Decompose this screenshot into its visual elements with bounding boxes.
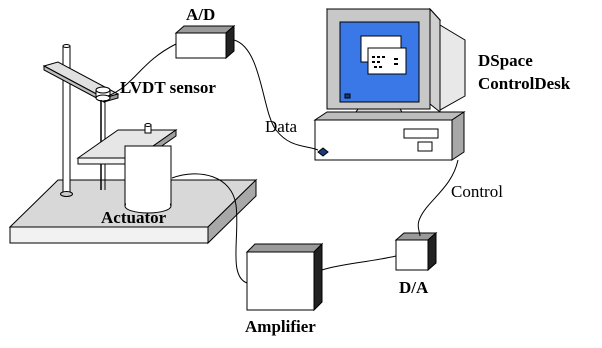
data-signal-label: Data bbox=[265, 117, 298, 136]
computer bbox=[313, 7, 466, 161]
cable-control bbox=[417, 159, 459, 237]
ad-label: A/D bbox=[186, 5, 216, 24]
support-post bbox=[60, 44, 73, 197]
control-signal-label: Control bbox=[451, 182, 503, 201]
cable-data bbox=[233, 39, 319, 151]
amplifier-label: Amplifier bbox=[245, 317, 316, 336]
cables bbox=[107, 39, 459, 284]
da-label: D/A bbox=[399, 278, 429, 297]
ad-converter-box bbox=[174, 24, 236, 60]
cable-da-to-amp bbox=[321, 255, 397, 271]
amplifier-box bbox=[245, 242, 324, 312]
cable-amp-to-actuator bbox=[171, 173, 248, 284]
actuator-label: Actuator bbox=[101, 208, 167, 227]
actuator-cylinder bbox=[124, 145, 172, 214]
lvdt-sensor-label: LVDT sensor bbox=[120, 78, 216, 97]
dspace-label-line1: DSpace bbox=[478, 51, 533, 70]
dspace-label-line2: ControlDesk bbox=[478, 74, 571, 93]
cable-lvdt-to-ad bbox=[107, 43, 177, 97]
da-converter-box bbox=[394, 231, 438, 272]
